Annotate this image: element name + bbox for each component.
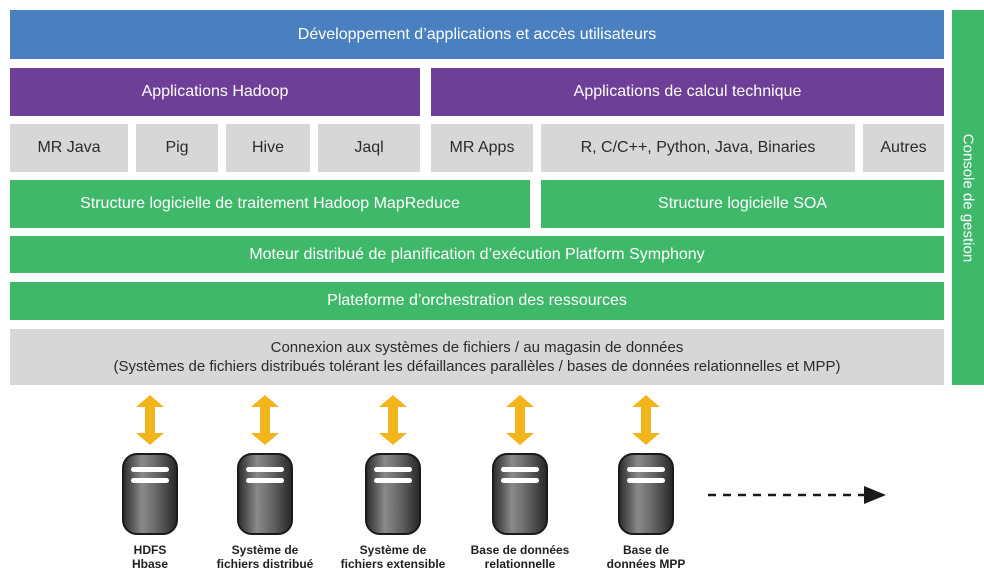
tool-jaql: Jaql xyxy=(318,124,420,172)
data-store-connection-layer: Connexion aux systèmes de fichiers / au … xyxy=(10,329,944,385)
storage-label-line: Hbase xyxy=(131,556,169,571)
double-arrow-icon xyxy=(506,395,534,445)
tool-mr-java: MR Java xyxy=(10,124,128,172)
storage-label-line: HDFS xyxy=(133,543,167,557)
server-drum-icon xyxy=(618,453,674,535)
storage-label-line: Base de données xyxy=(470,543,570,557)
management-console-bar: Console de gestion xyxy=(952,10,984,385)
more-storage-arrow xyxy=(708,486,886,504)
tool-others: Autres xyxy=(863,124,944,172)
resource-orchestration-platform: Plateforme d’orchestration des ressource… xyxy=(10,282,944,320)
server-drum-icon xyxy=(492,453,548,535)
hadoop-applications-box: Applications Hadoop xyxy=(10,68,420,116)
double-arrow-icon xyxy=(379,395,407,445)
connection-title: Connexion aux systèmes de fichiers / au … xyxy=(270,338,684,356)
tool-hive: Hive xyxy=(226,124,310,172)
double-arrow-icon xyxy=(632,395,660,445)
management-console-label: Console de gestion xyxy=(959,133,977,262)
storage-label-line: Base de xyxy=(622,543,670,557)
tool-mr-apps: MR Apps xyxy=(431,124,533,172)
hadoop-mapreduce-framework: Structure logicielle de traitement Hadoo… xyxy=(10,180,530,228)
storage-label-line: fichiers distribué xyxy=(216,556,314,571)
storage-label-line: fichiers extensible xyxy=(340,556,446,571)
storage-label-line: Système de xyxy=(231,543,299,557)
storage-label-line: relationnelle xyxy=(484,556,556,571)
app-dev-user-access-layer: Développement d’applications et accès ut… xyxy=(10,10,944,59)
storage-label-line: Système de xyxy=(359,543,427,557)
symphony-scheduling-engine: Moteur distribué de planification d’exéc… xyxy=(10,236,944,273)
tool-languages: R, C/C++, Python, Java, Binaries xyxy=(541,124,855,172)
technical-computing-applications-box: Applications de calcul technique xyxy=(431,68,944,116)
double-arrow-icon xyxy=(136,395,164,445)
storage-label-line: données MPP xyxy=(606,556,686,571)
tool-pig: Pig xyxy=(136,124,218,172)
soa-framework: Structure logicielle SOA xyxy=(541,180,944,228)
server-drum-icon xyxy=(365,453,421,535)
connection-subtitle: (Systèmes de fichiers distribués toléran… xyxy=(113,358,841,375)
server-drum-icon xyxy=(237,453,293,535)
double-arrow-icon xyxy=(251,395,279,445)
server-drum-icon xyxy=(122,453,178,535)
